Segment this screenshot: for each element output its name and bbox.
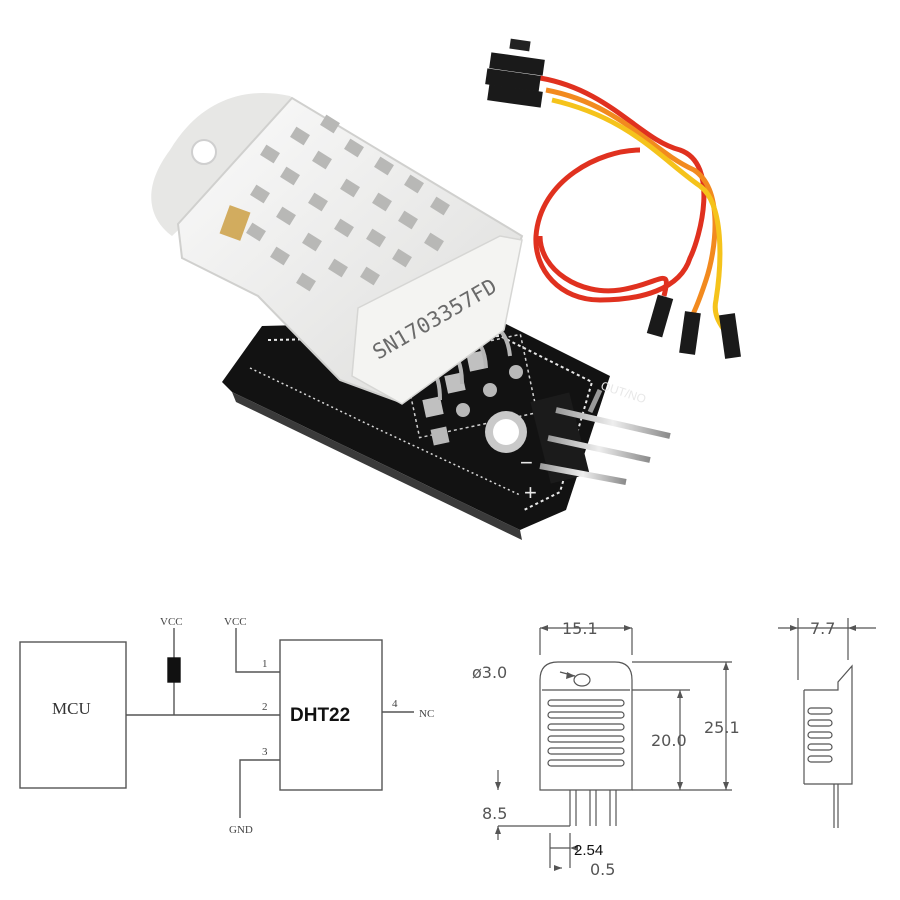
mcu-label: MCU <box>52 699 91 718</box>
connector-housings-bottom <box>646 294 741 359</box>
dimension-arrowheads <box>495 625 729 871</box>
connector-housings-top <box>485 38 545 108</box>
pin3-label: 3 <box>262 746 268 758</box>
board-plus-label: + <box>524 480 537 505</box>
wiring-schematic <box>19 628 414 818</box>
gnd-label: GND <box>229 824 253 836</box>
depth-dimension: 7.7 <box>810 619 835 638</box>
pin-length-dimension: 8.5 <box>482 804 507 823</box>
dht22-sensor-body: SN1703357FD <box>151 92 524 405</box>
side-dimension-drawing <box>778 618 876 828</box>
vcc-left-label: VCC <box>160 616 183 628</box>
front-outline <box>539 661 633 791</box>
nc-label: NC <box>419 708 434 720</box>
mounting-hole <box>485 411 527 453</box>
front-grille <box>547 699 625 767</box>
chip-label: DHT22 <box>290 705 350 726</box>
header-pins <box>530 388 671 485</box>
pin2-label: 2 <box>262 701 268 713</box>
jumper-wires <box>485 38 741 359</box>
pin1-label: 1 <box>262 658 268 670</box>
total-height-dimension: 25.1 <box>704 718 740 737</box>
sensor-grille <box>246 114 450 292</box>
grille-height-dimension: 20.0 <box>651 731 687 750</box>
pin-width-dimension: 0.5 <box>590 860 615 879</box>
vcc-right-label: VCC <box>224 616 247 628</box>
solder-pads <box>422 350 523 446</box>
hole-outline <box>573 673 591 687</box>
board-pin-label: OUT/NO <box>599 379 648 407</box>
board-minus-label: − <box>520 450 533 475</box>
pitch-dimension: 2.54 <box>574 842 603 859</box>
hole-dimension: ø3.0 <box>472 663 507 682</box>
front-dimension-drawing <box>497 627 732 869</box>
side-arrowheads <box>790 625 856 631</box>
pull-up-resistor <box>167 657 181 683</box>
width-dimension: 15.1 <box>562 619 598 638</box>
pin4-label: 4 <box>392 698 398 710</box>
